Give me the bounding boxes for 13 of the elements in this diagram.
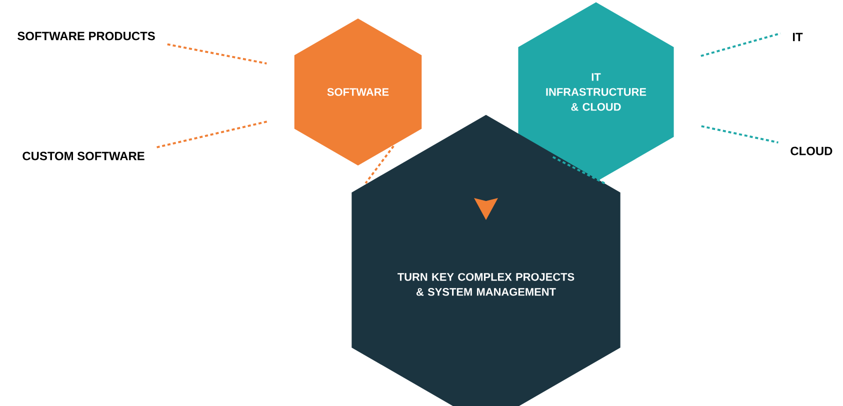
category-label: CUSTOM SOFTWARE (22, 152, 144, 160)
hexagon-box: IT INFRASTRUCTURE & CLOUD (518, 2, 674, 182)
dotted-line (552, 156, 606, 185)
dotted-line (167, 43, 267, 64)
category-label: CLOUD (790, 146, 832, 156)
hexagon-box: SOFTWARE (294, 18, 422, 166)
dotted-line (701, 125, 778, 144)
category-label: IT (793, 32, 803, 42)
hexagon-box: TURN KEY COMPLEX PROJECTS & SYSTEM MANAGEMENT (352, 114, 620, 406)
category-label: SOFTWARE PRODUCTS (18, 32, 155, 40)
dotted-line (156, 120, 268, 148)
dotted-line (364, 145, 394, 184)
dotted-line (700, 32, 781, 57)
